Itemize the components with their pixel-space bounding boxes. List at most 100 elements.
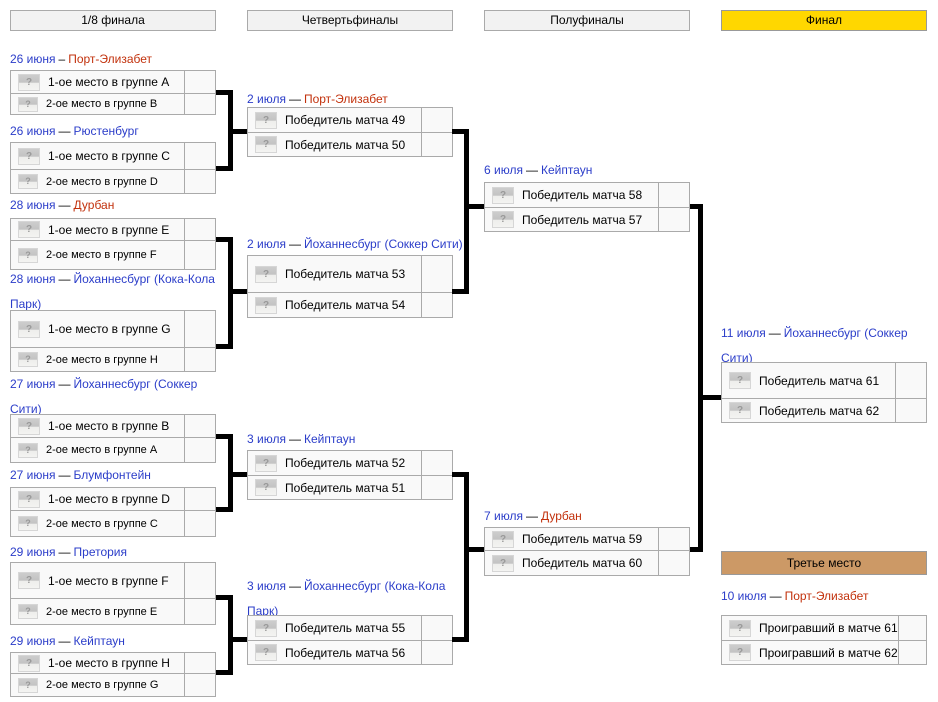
match-box-r16-4: ?1-ое место в группе G ?2-ое место в гру… <box>10 310 216 372</box>
venue-link[interactable]: Рюстенбург <box>73 124 139 138</box>
venue-link[interactable]: Дурбан <box>73 198 115 212</box>
venue-link[interactable]: Кейптаун <box>303 432 356 446</box>
match-label-qf-2: 2 июля—Йоханнесбург (Соккер Сити) <box>247 232 463 257</box>
bracket-line <box>216 344 233 349</box>
team-name: Победитель матча 55 <box>285 621 406 635</box>
score-cell <box>184 219 215 240</box>
bracket-line <box>228 237 233 349</box>
match-label-r16-8: 29 июня—Кейптаун <box>10 629 125 654</box>
date-link[interactable]: 28 июня <box>10 198 56 212</box>
bracket-line <box>216 434 233 439</box>
venue-link[interactable]: Дурбан <box>540 509 582 523</box>
venue-link[interactable]: Порт-Элизабет <box>784 589 869 603</box>
date-link[interactable]: 10 июля <box>721 589 767 603</box>
date-link[interactable]: 27 июня <box>10 468 56 482</box>
round-header-third-place: Третье место <box>721 551 927 575</box>
flag-placeholder-icon: ? <box>18 417 40 435</box>
date-link[interactable]: 26 июня <box>10 124 56 138</box>
dash: — <box>58 545 71 559</box>
date-link[interactable]: 3 июля <box>247 432 286 446</box>
venue-link[interactable]: Йоханнесбург (Соккер Сити) <box>721 326 908 365</box>
date-link[interactable]: 28 июня <box>10 272 56 286</box>
date-link[interactable]: 29 июня <box>10 545 56 559</box>
score-cell <box>421 133 452 156</box>
team-name: 2-ое место в группе A <box>46 444 158 456</box>
flag-placeholder-icon: ? <box>18 320 40 338</box>
bracket-line <box>464 129 469 294</box>
flag-placeholder-icon: ? <box>255 454 277 472</box>
dash: — <box>288 92 301 106</box>
flag-placeholder-icon: ? <box>255 619 277 637</box>
venue-link[interactable]: Претория <box>73 545 127 559</box>
bracket-line <box>452 289 469 294</box>
team-name: Победитель матча 53 <box>285 267 406 281</box>
venue-link[interactable]: Блумфонтейн <box>73 468 151 482</box>
round-header-r16: 1/8 финала <box>10 10 216 31</box>
bracket-line <box>228 90 233 171</box>
score-cell <box>184 170 215 193</box>
bracket-line <box>690 547 703 552</box>
match-box-sf-1: ?Победитель матча 58 ?Победитель матча 5… <box>484 182 690 232</box>
date-link[interactable]: 2 июля <box>247 92 286 106</box>
bracket-line <box>452 637 469 642</box>
team-name: Победитель матча 60 <box>522 556 643 570</box>
bracket-line <box>452 129 469 134</box>
score-cell <box>184 241 215 269</box>
team-name: Победитель матча 49 <box>285 113 406 127</box>
match-label-r16-3: 28 июня—Дурбан <box>10 193 114 218</box>
match-box-qf-2: ?Победитель матча 53 ?Победитель матча 5… <box>247 255 453 318</box>
team-name: Победитель матча 58 <box>522 188 643 202</box>
flag-placeholder-icon: ? <box>492 211 514 228</box>
flag-placeholder-icon: ? <box>255 136 277 153</box>
flag-placeholder-icon: ? <box>18 73 40 91</box>
score-cell <box>895 399 926 422</box>
date-link[interactable]: 27 июня <box>10 377 56 391</box>
date-link[interactable]: 6 июля <box>484 163 523 177</box>
bracket-line <box>703 395 721 400</box>
team-name: Проигравший в матче 62 <box>759 645 898 660</box>
venue-link[interactable]: Йоханнесбург (Кока-Кола Парк) <box>10 272 215 311</box>
team-name: 1-ое место в группе C <box>48 149 170 163</box>
bracket-line <box>233 129 247 134</box>
dash: — <box>58 377 71 391</box>
flag-placeholder-icon: ? <box>729 644 751 661</box>
flag-placeholder-icon: ? <box>18 147 40 165</box>
date-link[interactable]: 2 июля <box>247 237 286 251</box>
date-link[interactable]: 7 июля <box>484 509 523 523</box>
flag-placeholder-icon: ? <box>18 516 38 531</box>
flag-placeholder-icon: ? <box>255 111 277 129</box>
score-cell <box>184 599 215 624</box>
dash: — <box>58 468 71 482</box>
dash: — <box>58 272 71 286</box>
flag-placeholder-icon: ? <box>18 604 38 619</box>
venue-link[interactable]: Йоханнесбург (Соккер Сити) <box>303 237 463 251</box>
date-link[interactable]: 3 июля <box>247 579 286 593</box>
date-link[interactable]: 26 июня <box>10 52 56 66</box>
venue-link[interactable]: Порт-Элизабет <box>303 92 388 106</box>
score-cell <box>184 94 215 114</box>
match-label-qf-3: 3 июля—Кейптаун <box>247 427 355 452</box>
score-cell <box>184 511 215 536</box>
venue-link[interactable]: Йоханнесбург (Соккер Сити) <box>10 377 198 416</box>
flag-placeholder-icon: ? <box>255 265 277 283</box>
match-label-third-place: 10 июля—Порт-Элизабет <box>721 584 868 609</box>
date-link[interactable]: 11 июля <box>721 326 766 340</box>
venue-link[interactable]: Йоханнесбург (Кока-Кола Парк) <box>247 579 446 618</box>
venue-link[interactable]: Кейптаун <box>540 163 593 177</box>
team-name: 1-ое место в группе E <box>48 222 170 237</box>
venue-link[interactable]: Порт-Элизабет <box>68 52 153 66</box>
match-box-qf-4: ?Победитель матча 55 ?Победитель матча 5… <box>247 615 453 665</box>
team-name: Победитель матча 61 <box>759 373 880 388</box>
dash: — <box>525 509 538 523</box>
flag-placeholder-icon: ? <box>255 644 277 661</box>
score-cell <box>184 415 215 437</box>
match-box-r16-5: ?1-ое место в группе B ?2-ое место в гру… <box>10 414 216 463</box>
date-link[interactable]: 29 июня <box>10 634 56 648</box>
round-header-qf: Четвертьфиналы <box>247 10 453 31</box>
venue-link[interactable]: Кейптаун <box>73 634 125 648</box>
team-name: 2-ое место в группе D <box>46 175 158 188</box>
flag-placeholder-icon: ? <box>729 619 751 637</box>
team-name: 1-ое место в группе G <box>48 322 171 336</box>
match-label-r16-1: 26 июня–Порт-Элизабет <box>10 47 152 72</box>
match-label-r16-4: 28 июня—Йоханнесбург (Кока-Кола Парк) <box>10 267 216 317</box>
